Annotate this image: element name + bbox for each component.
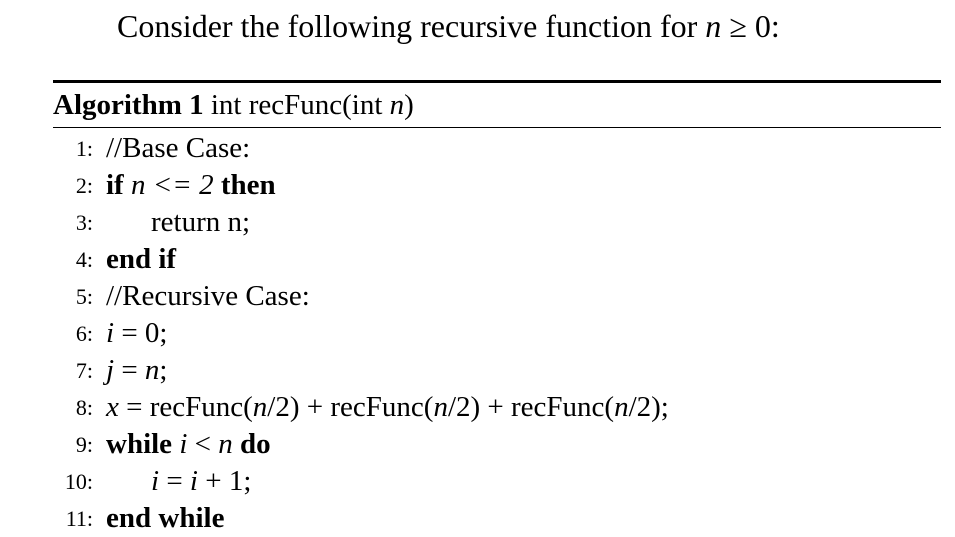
assignment: = 0; [114,317,168,349]
code-line: 6: i = 0; [53,315,941,352]
var-i: i [106,317,115,349]
line-number: 3: [75,210,93,235]
assignment-op: = [114,354,145,386]
algorithm-caption: Algorithm 1 int recFunc(int n) [53,83,941,127]
code-line: 2: if n <= 2 then [53,167,941,204]
line-number: 4: [75,247,93,272]
keyword-then: then [220,169,276,201]
line-number: 5: [75,284,93,309]
line-text: i = 0; [106,315,167,352]
code-line: 9: while i < n do [53,426,941,463]
algorithm-signature-end: ) [404,89,414,121]
code-lines: 1: //Base Case: 2: if n <= 2 then 3: ret… [53,130,941,537]
line-text: //Recursive Case: [106,280,310,312]
condition: n <= 2 [123,169,221,201]
code-line: 8: x = recFunc(n/2) + recFunc(n/2) + rec… [53,389,941,426]
line-text: return n; [151,206,251,238]
line-number: 7: [75,358,93,383]
code-line: 3: return n; [53,204,941,241]
keyword-do: do [239,428,271,460]
keyword-while: while [106,428,173,460]
code-line: 5: //Recursive Case: [53,278,941,315]
intro-var: n [705,8,722,44]
line-number: 9: [75,432,93,457]
var-i: i [189,465,198,497]
operator: = [159,465,190,497]
line-number: 11: [65,506,93,531]
algorithm-label: Algorithm 1 [53,89,204,121]
var-i: i [179,428,188,460]
operator: < [187,428,219,460]
line-number: 8: [75,395,93,420]
code-line: 10: i = i + 1; [53,463,941,500]
line-text: x = recFunc(n/2) + recFunc(n/2) + recFun… [106,389,669,426]
line-text: i = i + 1; [151,463,251,500]
top-rule [53,80,941,83]
line-number: 6: [75,321,93,346]
keyword-end-while: end while [106,502,225,534]
call-text: /2); [628,391,669,423]
intro-relation: ≥ 0: [721,8,780,44]
keyword-end-if: end if [106,243,177,275]
line-text: while i < n do [106,426,271,463]
intro-text: Consider the following recursive functio… [117,8,706,44]
line-text: if n <= 2 then [106,167,276,204]
call-text: /2) + recFunc( [447,391,615,423]
code-line: 4: end if [53,241,941,278]
keyword-if: if [106,169,124,201]
algorithm-signature: int recFunc(int [203,89,390,121]
var-n: n [252,391,268,423]
var-n: n [218,428,233,460]
intro-sentence: Consider the following recursive functio… [117,6,780,46]
caption-rule [53,127,941,128]
var-i: i [151,465,160,497]
var-j: j [106,354,115,386]
line-number: 1: [75,136,93,161]
call-text: = recFunc( [118,391,253,423]
semicolon: ; [159,354,168,386]
call-text: /2) + recFunc( [267,391,434,423]
algorithm-signature-var: n [389,89,405,121]
line-text: //Base Case: [106,132,251,164]
line-number: 2: [75,173,93,198]
code-line: 11: end while [53,500,941,537]
var-x: x [106,391,119,423]
var-n: n [614,391,629,423]
algorithm-block: Algorithm 1 int recFunc(int n) 1: //Base… [53,80,941,537]
var-n: n [433,391,448,423]
code-line: 1: //Base Case: [53,130,941,167]
increment: + 1; [197,465,252,497]
var-n: n [144,354,160,386]
line-number: 10: [64,469,93,494]
line-text: j = n; [106,352,167,389]
code-line: 7: j = n; [53,352,941,389]
